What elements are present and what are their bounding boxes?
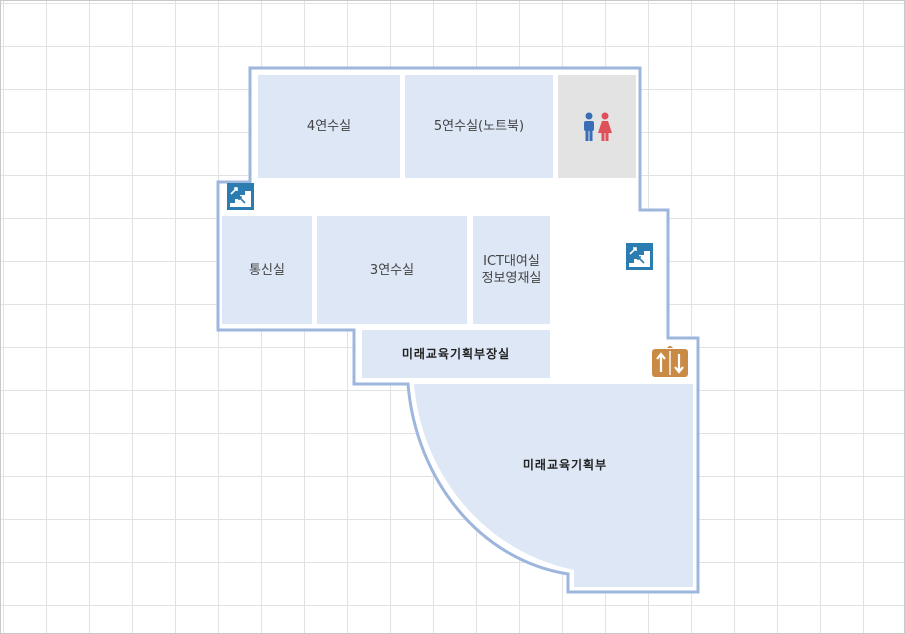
room-ict-shape: [473, 216, 550, 324]
room-lab4-shape: [258, 75, 400, 178]
stairs-icon[interactable]: [626, 243, 653, 270]
room-ict[interactable]: ICT대여실 정보영재실: [473, 216, 550, 324]
stairs-icon[interactable]: [227, 183, 254, 210]
room-lab5[interactable]: 5연수실(노트북): [433, 119, 525, 134]
room-planning[interactable]: 미래교육기획부: [522, 457, 608, 472]
room-lab4[interactable]: 4연수실: [306, 119, 352, 134]
room-ict-label-1: ICT대여실: [483, 254, 540, 269]
stairs-right-icon: [626, 243, 653, 270]
room-director[interactable]: 미래교육기획부장실: [401, 346, 511, 361]
room-lab3-shape: [317, 216, 467, 324]
restroom-icon[interactable]: [558, 75, 636, 178]
room-director-shape: [362, 330, 550, 378]
room-lab5-shape: [405, 75, 553, 178]
restroom-shape: [558, 75, 636, 178]
room-communication[interactable]: 통신실: [249, 262, 285, 278]
male-female-icon: [584, 112, 612, 141]
room-lab3[interactable]: 3연수실: [369, 262, 415, 278]
room-ict-label-2: 정보영재실: [481, 271, 542, 286]
room-comm-shape: [222, 216, 312, 324]
stairs-left-icon: [227, 183, 254, 210]
room-planning-shape: [414, 384, 693, 587]
elevator-arrows-icon: [652, 346, 688, 377]
elevator-icon[interactable]: [652, 344, 688, 377]
